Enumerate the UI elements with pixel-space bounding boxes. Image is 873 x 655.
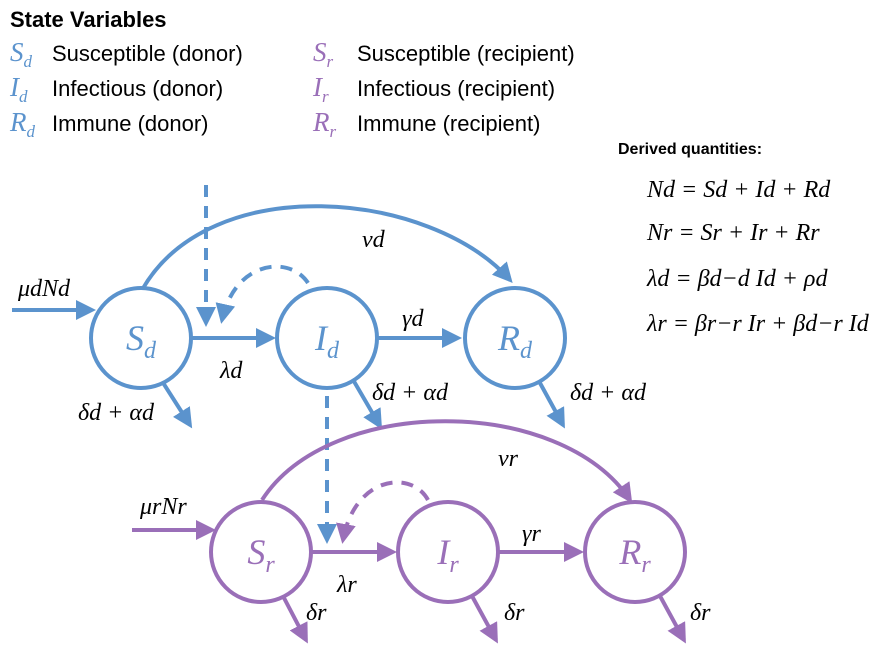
label-recovery-recipient: γr	[522, 521, 541, 547]
node-ir: Ir	[396, 500, 500, 604]
node-label: Sr	[247, 532, 275, 578]
node-label: Ir	[436, 532, 459, 578]
node-label: Rr	[618, 532, 651, 578]
node-id: Id	[275, 286, 379, 390]
equation-lambda-d: λd = βd−d Id + ρd	[646, 266, 828, 292]
legend-symbol: Sd	[10, 37, 33, 71]
derived-heading: Derived quantities:	[618, 141, 762, 158]
legend-item-infectious-donor: Id Infectious (donor)	[9, 72, 223, 106]
legend-symbol: Rd	[9, 107, 36, 141]
label-death-id: δd + αd	[372, 380, 449, 406]
arrow-death-sd	[158, 376, 193, 429]
label-recovery-donor: γd	[402, 306, 424, 332]
legend-label: Infectious (donor)	[52, 76, 223, 101]
legend-symbol: Ir	[312, 72, 329, 106]
label-infection-recipient: λr	[336, 572, 357, 598]
arrow-force-of-infection-recipient	[336, 480, 430, 544]
arrow-vaccination-recipient	[260, 419, 633, 504]
legend-title: State Variables	[10, 7, 167, 32]
node-sd: Sd	[89, 286, 193, 390]
label-death-sr: δr	[306, 600, 327, 626]
node-label: Rd	[497, 318, 533, 364]
legend-label: Susceptible (donor)	[52, 41, 243, 66]
label-vaccination-donor: νd	[362, 227, 386, 253]
legend-symbol: Rr	[312, 107, 337, 141]
legend-symbol: Id	[9, 72, 28, 106]
node-rr: Rr	[583, 500, 687, 604]
equation-nr: Nr = Sr + Ir + Rr	[646, 220, 820, 246]
label-death-rd: δd + αd	[570, 380, 647, 406]
arrow-vaccination-donor	[140, 204, 513, 291]
legend-item-infectious-recipient: Ir Infectious (recipient)	[312, 72, 555, 106]
legend-item-susceptible-donor: Sd Susceptible (donor)	[10, 37, 243, 71]
equation-lambda-r: λr = βr−r Ir + βd−r Id	[646, 311, 870, 337]
label-birth-recipient: μrNr	[139, 494, 187, 520]
arrow-death-rd	[538, 382, 565, 429]
legend-label: Immune (recipient)	[357, 111, 540, 136]
arrow-death-sr	[281, 595, 308, 644]
legend-item-immune-donor: Rd Immune (donor)	[9, 107, 209, 141]
node-label: Sd	[126, 318, 157, 364]
node-sr: Sr	[209, 500, 313, 604]
legend-label: Susceptible (recipient)	[357, 41, 575, 66]
node-label: Id	[314, 318, 340, 364]
label-birth-donor: μdNd	[17, 276, 71, 302]
legend-label: Immune (donor)	[52, 111, 209, 136]
legend-item-susceptible-recipient: Sr Susceptible (recipient)	[313, 37, 575, 71]
legend-item-immune-recipient: Rr Immune (recipient)	[312, 107, 540, 141]
equation-nd: Nd = Sd + Id + Rd	[646, 177, 831, 203]
arrow-death-id	[350, 376, 383, 430]
label-death-ir: δr	[504, 600, 525, 626]
label-vaccination-recipient: νr	[498, 446, 519, 472]
label-death-sd: δd + αd	[78, 400, 155, 426]
legend-symbol: Sr	[313, 37, 334, 71]
arrow-death-ir	[470, 595, 498, 644]
arrow-death-rr	[658, 595, 686, 644]
label-infection-donor: λd	[219, 358, 243, 384]
node-rd: Rd	[463, 286, 567, 390]
legend-label: Infectious (recipient)	[357, 76, 555, 101]
arrow-force-of-infection-donor	[215, 264, 310, 324]
label-death-rr: δr	[690, 600, 711, 626]
